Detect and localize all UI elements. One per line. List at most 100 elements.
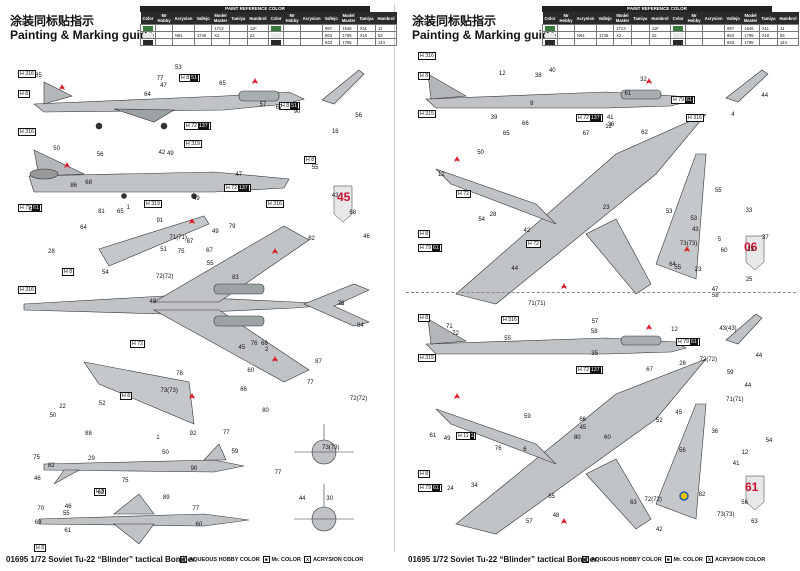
part-callout-number: 41 [606,115,614,122]
part-callout-number: 75 [177,249,185,256]
wing-upper-view [98,215,210,267]
wing-view-scheme-b [655,403,707,520]
part-callout-number: 37 [762,235,769,242]
red-star-icon [64,162,70,168]
paint-table-cell: 933 [724,38,743,46]
paint-table-header-cell: Acrysion [574,12,597,25]
part-callout-number: 65 [548,493,555,500]
part-callout-number: 26 [679,360,686,367]
marking-tag-h315: H 315 [418,354,436,362]
part-callout-number: 73(73) [717,512,735,519]
top-view-aircraft-scheme-a [435,113,707,305]
marking-tag-h8: H 8 [94,488,107,496]
guide-title-chinese: 涂装同标贴指示 [10,14,95,28]
part-callout-number: 51 [160,246,167,253]
front-view-aircraft [294,424,354,465]
missile-side-view-2 [38,493,250,545]
part-callout-number: 49 [212,229,219,236]
paint-table-cell [154,38,174,46]
part-callout-number: 62 [97,490,105,497]
part-callout-number: 43(43) [719,325,737,332]
paint-table-header-cell: Color [140,12,156,25]
part-callout-number: 13 [747,247,754,254]
part-callout-number: 82 [698,491,706,498]
part-callout-number: 76 [250,340,258,347]
part-callout-number: 65 [502,131,510,138]
part-callout-number: 44 [298,495,306,502]
part-callout-number: 12 [605,124,612,131]
part-callout-number: 60 [247,368,255,375]
color-swatch [271,32,282,38]
part-callout-number: 44 [755,353,763,360]
part-callout-number: 83 [232,274,239,281]
part-callout-number: 60 [195,521,203,528]
part-callout-number: 61 [624,91,632,98]
part-callout-number: 48 [552,512,560,519]
part-callout-number: 55 [206,260,214,267]
part-callout-number: 49 [192,195,200,202]
part-callout-number: 81 [98,209,105,216]
marking-tag-h319: H 319 [184,140,202,148]
part-callout-number: 42 [523,227,531,234]
red-star-icon [189,393,195,399]
part-callout-number: 71(71) [169,235,187,242]
part-callout-number: 53 [690,215,698,222]
part-callout-number: 12 [498,70,506,77]
part-callout-number: 47 [235,172,243,179]
part-callout-number: 72(72) [699,356,717,363]
part-callout-number: 58 [590,328,598,335]
part-callout-number: 76 [494,445,502,452]
paint-table-header-cell: Acrysion [702,12,725,25]
part-callout-number: 61 [429,432,437,439]
footer-kit-title-right: 01695 1/72 Soviet Tu-22 “Blinder” tactic… [408,555,598,564]
marking-tag-h56: H 72 [456,190,471,198]
part-callout-number: 55 [62,510,70,517]
part-callout-number: 29 [88,456,95,463]
top-view-aircraft-scheme-b [435,358,707,535]
paint-table-header-cell: Mr Hobby [557,12,575,25]
part-callout-number: 90 [293,108,301,115]
part-callout-number: 67 [582,130,590,137]
paint-table-header-cell: Humbrol [375,12,397,25]
part-callout-number: 8 [530,100,534,107]
part-callout-number: 1 [156,434,160,441]
part-callout-number: 88 [85,430,92,437]
part-callout-number: 66 [261,341,268,348]
paint-table-header-cell: Acrysion [300,12,323,25]
guide-title-english: Painting & Marking guide [412,28,557,42]
red-star-icon [646,78,652,84]
part-callout-number: 55 [674,264,682,271]
tail-marking-shield [745,475,765,511]
part-callout-number: 59 [726,369,734,376]
marking-tag-h8: H 8 [34,544,47,552]
part-callout-number: 50 [477,149,484,156]
red-star-icon [59,84,65,90]
color-swatch [673,32,684,38]
tail-marking-shield [333,185,353,223]
paint-table-cell: 144 [374,38,398,46]
paint-table-header-cell: Model Master [211,12,230,25]
part-callout-number: 77 [192,505,199,512]
color-swatch [545,32,555,38]
part-callout-number: 49 [167,151,174,158]
part-callout-number: 46 [34,475,41,482]
part-callout-number: 50 [53,145,60,152]
part-callout-number: 43 [331,193,339,200]
red-star-icon [189,218,195,224]
part-callout-number: 60 [720,247,728,254]
paint-table-header-cell: Vallejo [322,12,340,25]
part-callout-number: 77 [156,75,164,82]
part-callout-number: 70 [37,506,45,513]
red-star-icon [252,78,258,84]
part-callout-number: 28 [48,249,55,256]
color-swatch [271,25,282,31]
part-callout-number: 72(72) [156,273,174,280]
part-callout-number: 35 [591,350,598,357]
part-callout-number: 73(73) [160,387,178,394]
part-callout-number: 63 [751,518,758,525]
paint-table-header-cell: Humbrol [777,12,799,25]
